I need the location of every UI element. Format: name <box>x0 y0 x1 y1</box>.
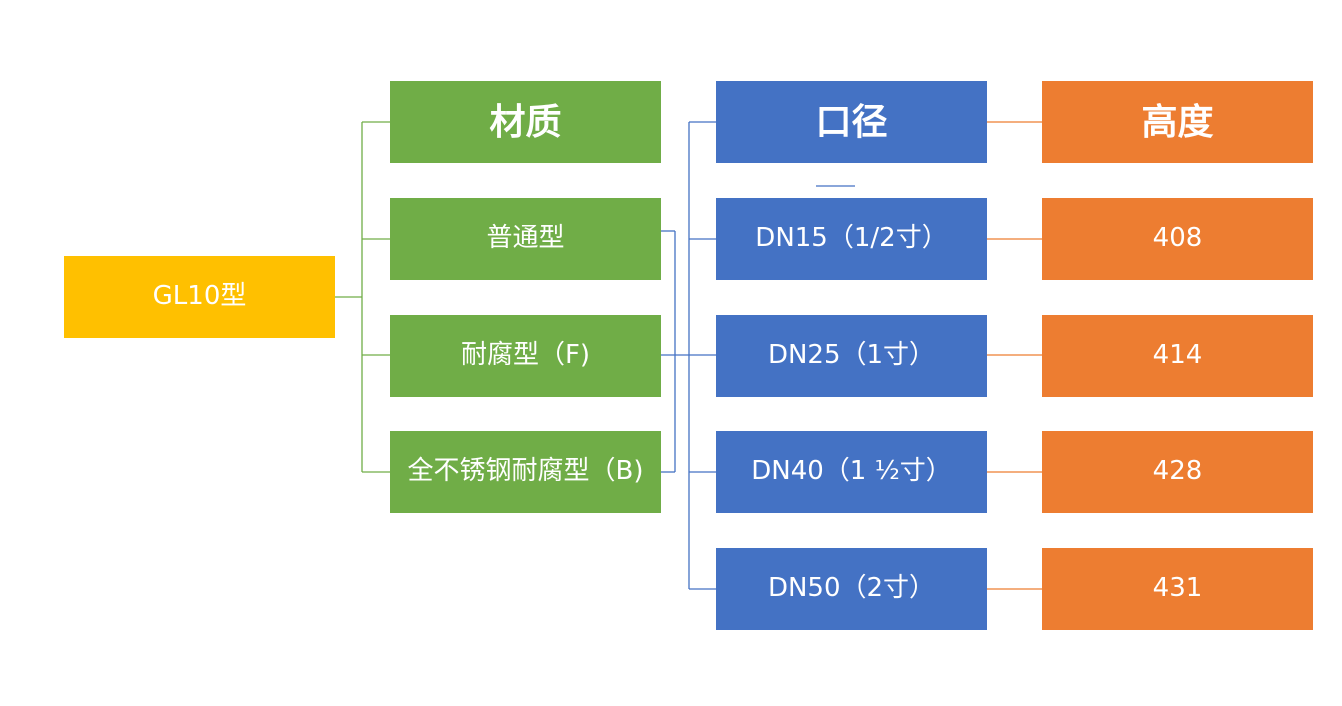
material-header: 材质 <box>390 81 661 163</box>
material-header-label: 材质 <box>489 100 562 143</box>
material-item-corrosion-resistant: 耐腐型（F) <box>390 315 661 397</box>
height-item-label: 414 <box>1152 340 1203 371</box>
height-item-428: 428 <box>1042 431 1313 513</box>
diameter-item-dn15: DN15（1/2寸） <box>716 198 987 280</box>
root-material-connector <box>335 121 390 473</box>
diameter-header: 口径 <box>716 81 987 163</box>
diameter-item-dn40: DN40（1 ½寸） <box>716 431 987 513</box>
material-item-standard: 普通型 <box>390 198 661 280</box>
height-header: 高度 <box>1042 81 1313 163</box>
height-item-label: 431 <box>1152 573 1203 604</box>
height-header-label: 高度 <box>1141 100 1214 143</box>
material-item-label: 全不锈钢耐腐型（B) <box>407 456 644 487</box>
diameter-item-label: DN25（1寸） <box>767 340 936 371</box>
material-item-label: 耐腐型（F) <box>460 340 591 371</box>
diameter-item-dn25: DN25（1寸） <box>716 315 987 397</box>
height-item-431: 431 <box>1042 548 1313 630</box>
height-item-414: 414 <box>1042 315 1313 397</box>
diameter-item-label: DN40（1 ½寸） <box>751 456 952 487</box>
height-item-label: 428 <box>1152 456 1203 487</box>
diameter-item-label: DN15（1/2寸） <box>755 223 948 254</box>
diameter-height-connector <box>987 121 1042 590</box>
material-item-stainless: 全不锈钢耐腐型（B) <box>390 431 661 513</box>
diameter-item-label: DN50（2寸） <box>767 573 936 604</box>
material-diameter-connector <box>661 121 855 590</box>
diameter-header-label: 口径 <box>815 100 888 143</box>
root-node: GL10型 <box>64 256 335 338</box>
diameter-item-dn50: DN50（2寸） <box>716 548 987 630</box>
root-label: GL10型 <box>152 281 247 312</box>
height-item-408: 408 <box>1042 198 1313 280</box>
height-item-label: 408 <box>1152 223 1203 254</box>
material-item-label: 普通型 <box>486 223 565 254</box>
